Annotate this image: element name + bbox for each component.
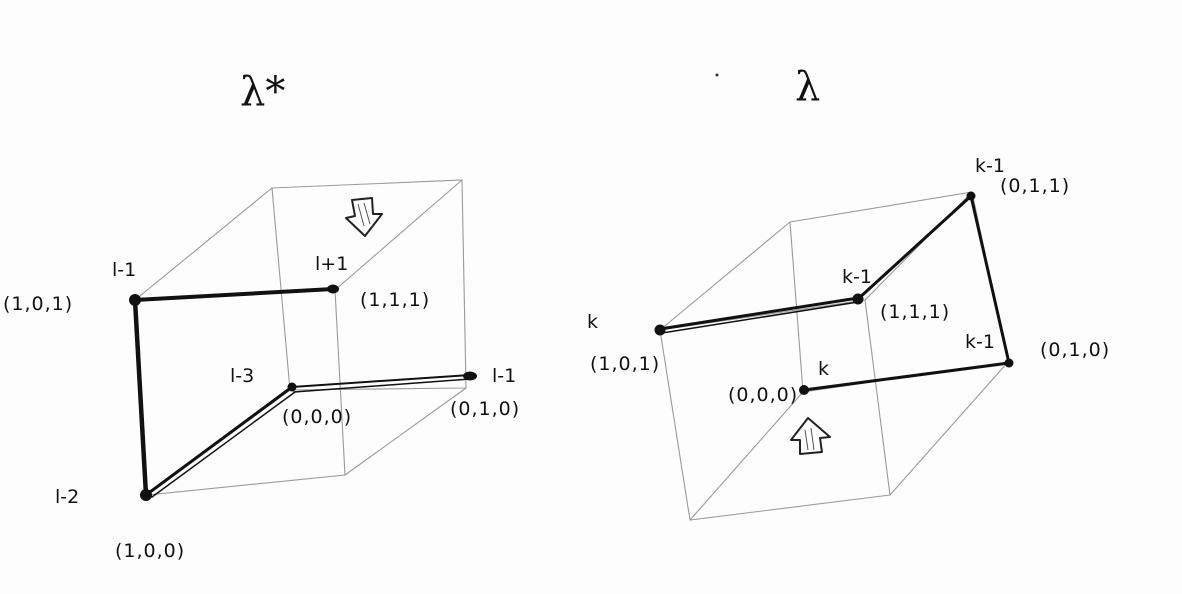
right-cube-front-face	[659, 299, 891, 521]
right-path-segment	[661, 301, 859, 334]
right-cube-edge	[659, 221, 791, 331]
right-vertex-010	[1004, 358, 1014, 368]
pencil-dot	[715, 73, 719, 77]
left-vertex-000	[287, 382, 297, 392]
right-label-k-left: k	[587, 311, 598, 333]
left-label-l+1: l+1	[315, 253, 348, 275]
left-path-segment	[293, 378, 471, 393]
right-coord-111: (1,1,1)	[880, 301, 950, 323]
right-coord-000: (0,0,0)	[728, 384, 798, 406]
down-arrow-icon	[345, 197, 383, 237]
right-vertex-011	[966, 191, 976, 201]
left-coord-100: (1,0,0)	[115, 540, 185, 562]
left-label-l-2: l-2	[55, 486, 79, 508]
right-vertex-101	[654, 324, 666, 336]
left-vertex-111	[327, 284, 339, 294]
left-label-l-3: l-3	[230, 365, 254, 387]
left-vertex-010	[463, 371, 477, 381]
left-cube-edge	[344, 387, 467, 476]
right-cube-edge	[889, 361, 1009, 496]
right-coord-101: (1,0,1)	[590, 353, 660, 375]
right-label-k: k	[818, 358, 829, 380]
left-path-segment	[144, 385, 294, 497]
right-vertex-000	[799, 385, 809, 395]
right-path-segment	[856, 194, 973, 301]
left-path-segment	[133, 287, 335, 302]
right-path	[658, 194, 1011, 392]
left-coord-101: (1,0,1)	[3, 293, 73, 315]
right-path-segment	[658, 296, 860, 331]
left-cube-wireframe	[134, 179, 467, 496]
left-path-segment	[151, 391, 296, 498]
left-path-segment	[291, 374, 471, 388]
left-vertex-100	[140, 489, 152, 501]
left-cube-diagram: λ*	[3, 69, 520, 562]
left-coord-111: (1,1,1)	[360, 289, 430, 311]
right-coord-011: (0,1,1)	[1000, 175, 1070, 197]
right-cube-edge	[689, 391, 804, 521]
right-coord-010: (0,1,0)	[1040, 339, 1110, 361]
right-cube-wireframe	[659, 191, 1009, 521]
left-path	[132, 287, 471, 498]
right-label-k-1-mid: k-1	[842, 266, 872, 288]
left-cube-edge	[334, 179, 463, 291]
right-label-k-1-right: k-1	[965, 331, 995, 353]
left-label-l-1-right: l-1	[492, 365, 516, 387]
left-title: λ*	[240, 69, 285, 115]
left-path-segment	[132, 297, 149, 498]
right-title: λ	[795, 64, 820, 110]
left-coord-010: (0,1,0)	[450, 398, 520, 420]
right-label-k-1-top: k-1	[975, 155, 1005, 177]
right-cube-diagram: λ	[587, 64, 1110, 521]
right-path-segment	[969, 194, 1011, 365]
right-vertex-111	[852, 293, 864, 305]
up-arrow-icon	[790, 417, 831, 455]
left-label-l-1-top: l-1	[112, 259, 136, 281]
left-vertex-101	[129, 294, 141, 306]
left-cube-front-face	[134, 289, 346, 496]
left-cube-edge	[134, 187, 273, 301]
left-coord-000: (0,0,0)	[282, 406, 352, 428]
right-path-segment	[802, 361, 1011, 392]
